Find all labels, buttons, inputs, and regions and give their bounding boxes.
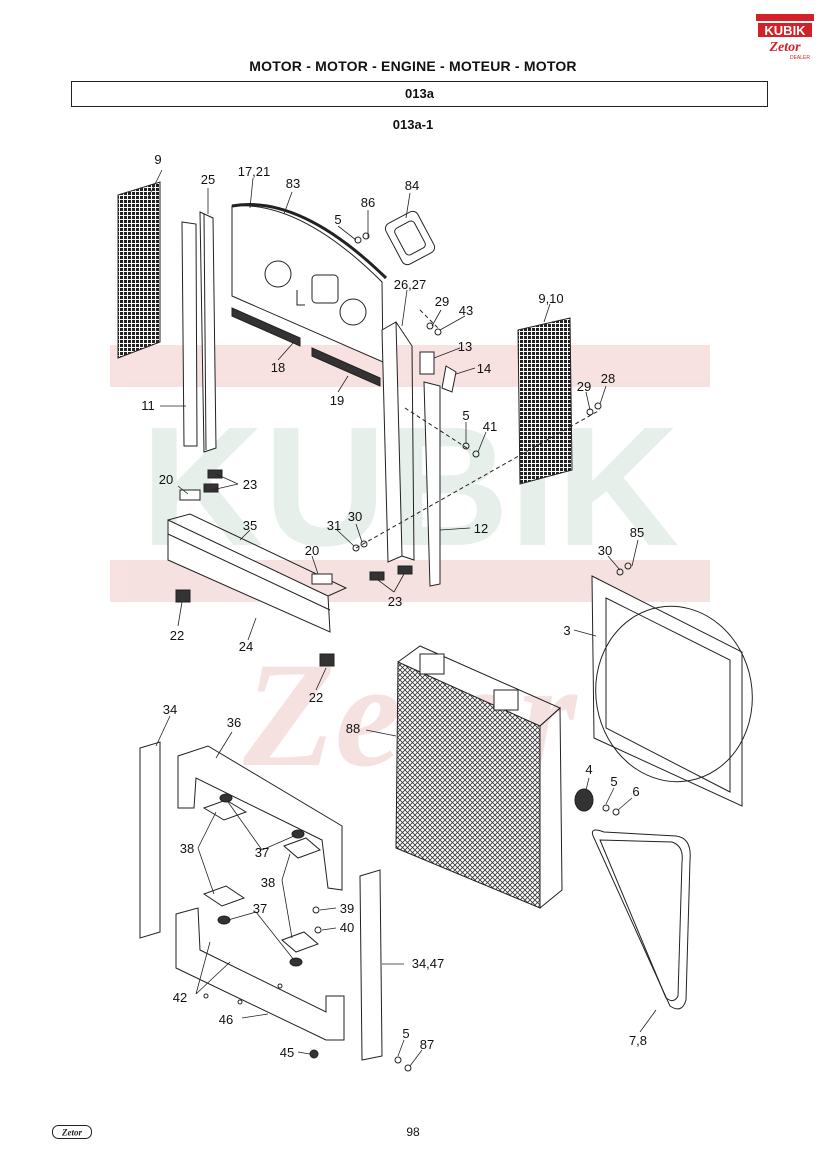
rubber-frame-84 xyxy=(384,210,436,266)
part-label: 31 xyxy=(327,518,341,533)
group-code-box: 013a xyxy=(71,81,768,107)
part-label: 35 xyxy=(243,518,257,533)
rubber-mount-4 xyxy=(574,788,594,812)
bracket-3447 xyxy=(359,869,383,1061)
part-label: 26,27 xyxy=(394,277,427,292)
part-label: 86 xyxy=(361,195,375,210)
part-label: 20 xyxy=(305,543,319,558)
upper-frame-36 xyxy=(177,745,343,891)
part-label: 30 xyxy=(348,509,362,524)
part-label: 23 xyxy=(388,594,402,609)
part-label: 5 xyxy=(334,212,341,227)
part-label: 9 xyxy=(154,152,161,167)
part-label: 43 xyxy=(459,303,473,318)
part-label: 11 xyxy=(141,398,155,413)
zetor-footer-logo: Zetor xyxy=(52,1125,92,1139)
part-label: 37 xyxy=(253,901,267,916)
rail-12 xyxy=(423,381,441,587)
figure-code: 013a-1 xyxy=(392,117,434,132)
part-label: 17,21 xyxy=(238,164,271,179)
svg-text:Zetor: Zetor xyxy=(61,1128,82,1138)
part-label: 9,10 xyxy=(538,291,563,306)
v-belt xyxy=(591,829,691,1010)
svg-text:DEALER: DEALER xyxy=(790,55,810,61)
part-label: 29 xyxy=(435,294,449,309)
part-label: 6 xyxy=(632,784,639,799)
part-label: 34 xyxy=(163,702,177,717)
part-label: 24 xyxy=(239,639,253,654)
strip-19 xyxy=(311,347,381,387)
part-label: 40 xyxy=(340,920,354,935)
part-label: 3 xyxy=(563,623,570,638)
kubik-zetor-logo: KUBIK Zetor DEALER xyxy=(756,14,814,61)
part-label: 22 xyxy=(309,690,323,705)
svg-text:KUBIK: KUBIK xyxy=(764,23,806,38)
part-label: 46 xyxy=(219,1012,233,1027)
part-label: 45 xyxy=(280,1045,294,1060)
part-label: 13 xyxy=(458,339,472,354)
part-label: 38 xyxy=(261,875,275,890)
bracket-34 xyxy=(139,741,161,939)
part-label: 88 xyxy=(346,721,360,736)
part-label: 5 xyxy=(610,774,617,789)
part-label: 7,8 xyxy=(629,1033,647,1048)
part-label: 41 xyxy=(483,419,497,434)
part-label: 39 xyxy=(340,901,354,916)
part-label: 19 xyxy=(330,393,344,408)
lower-cradle-46 xyxy=(175,907,345,1041)
clip-13 xyxy=(419,351,435,375)
page-title: MOTOR - MOTOR - ENGINE - MOTEUR - MOTOR xyxy=(249,58,577,74)
part-label: 38 xyxy=(180,841,194,856)
part-label: 23 xyxy=(243,477,257,492)
clip-14 xyxy=(441,365,457,393)
part-label: 37 xyxy=(255,845,269,860)
lower-frame xyxy=(167,519,331,633)
part-label: 87 xyxy=(420,1037,434,1052)
part-label: 5 xyxy=(462,408,469,423)
fan-shroud-3 xyxy=(591,575,743,807)
svg-text:Zetor: Zetor xyxy=(768,40,801,55)
part-label: 29 xyxy=(577,379,591,394)
part-label: 30 xyxy=(598,543,612,558)
strip-18 xyxy=(231,307,301,347)
part-label: 18 xyxy=(271,360,285,375)
top-panel xyxy=(231,205,384,363)
mesh-screen-left xyxy=(117,181,161,359)
part-callouts: 9 25 17,21 83 84 86 5 26,27 29 43 9,10 1… xyxy=(141,152,647,1060)
part-label: 83 xyxy=(286,176,300,191)
part-label: 20 xyxy=(159,472,173,487)
part-label: 25 xyxy=(201,172,215,187)
part-label: 4 xyxy=(585,762,592,777)
seal-strip-11 xyxy=(181,221,198,447)
part-label: 42 xyxy=(173,990,187,1005)
pad-20b xyxy=(311,573,333,585)
part-label: 12 xyxy=(474,521,488,536)
pad-20a xyxy=(179,489,201,501)
part-label: 36 xyxy=(227,715,241,730)
part-label: 22 xyxy=(170,628,184,643)
part-label: 28 xyxy=(601,371,615,386)
mesh-screen-right xyxy=(517,317,573,485)
part-label: 84 xyxy=(405,178,419,193)
part-label: 34,47 xyxy=(412,956,445,971)
part-label: 14 xyxy=(477,361,491,376)
part-label: 85 xyxy=(630,525,644,540)
part-label: 5 xyxy=(402,1026,409,1041)
page-number: 98 xyxy=(406,1125,420,1139)
